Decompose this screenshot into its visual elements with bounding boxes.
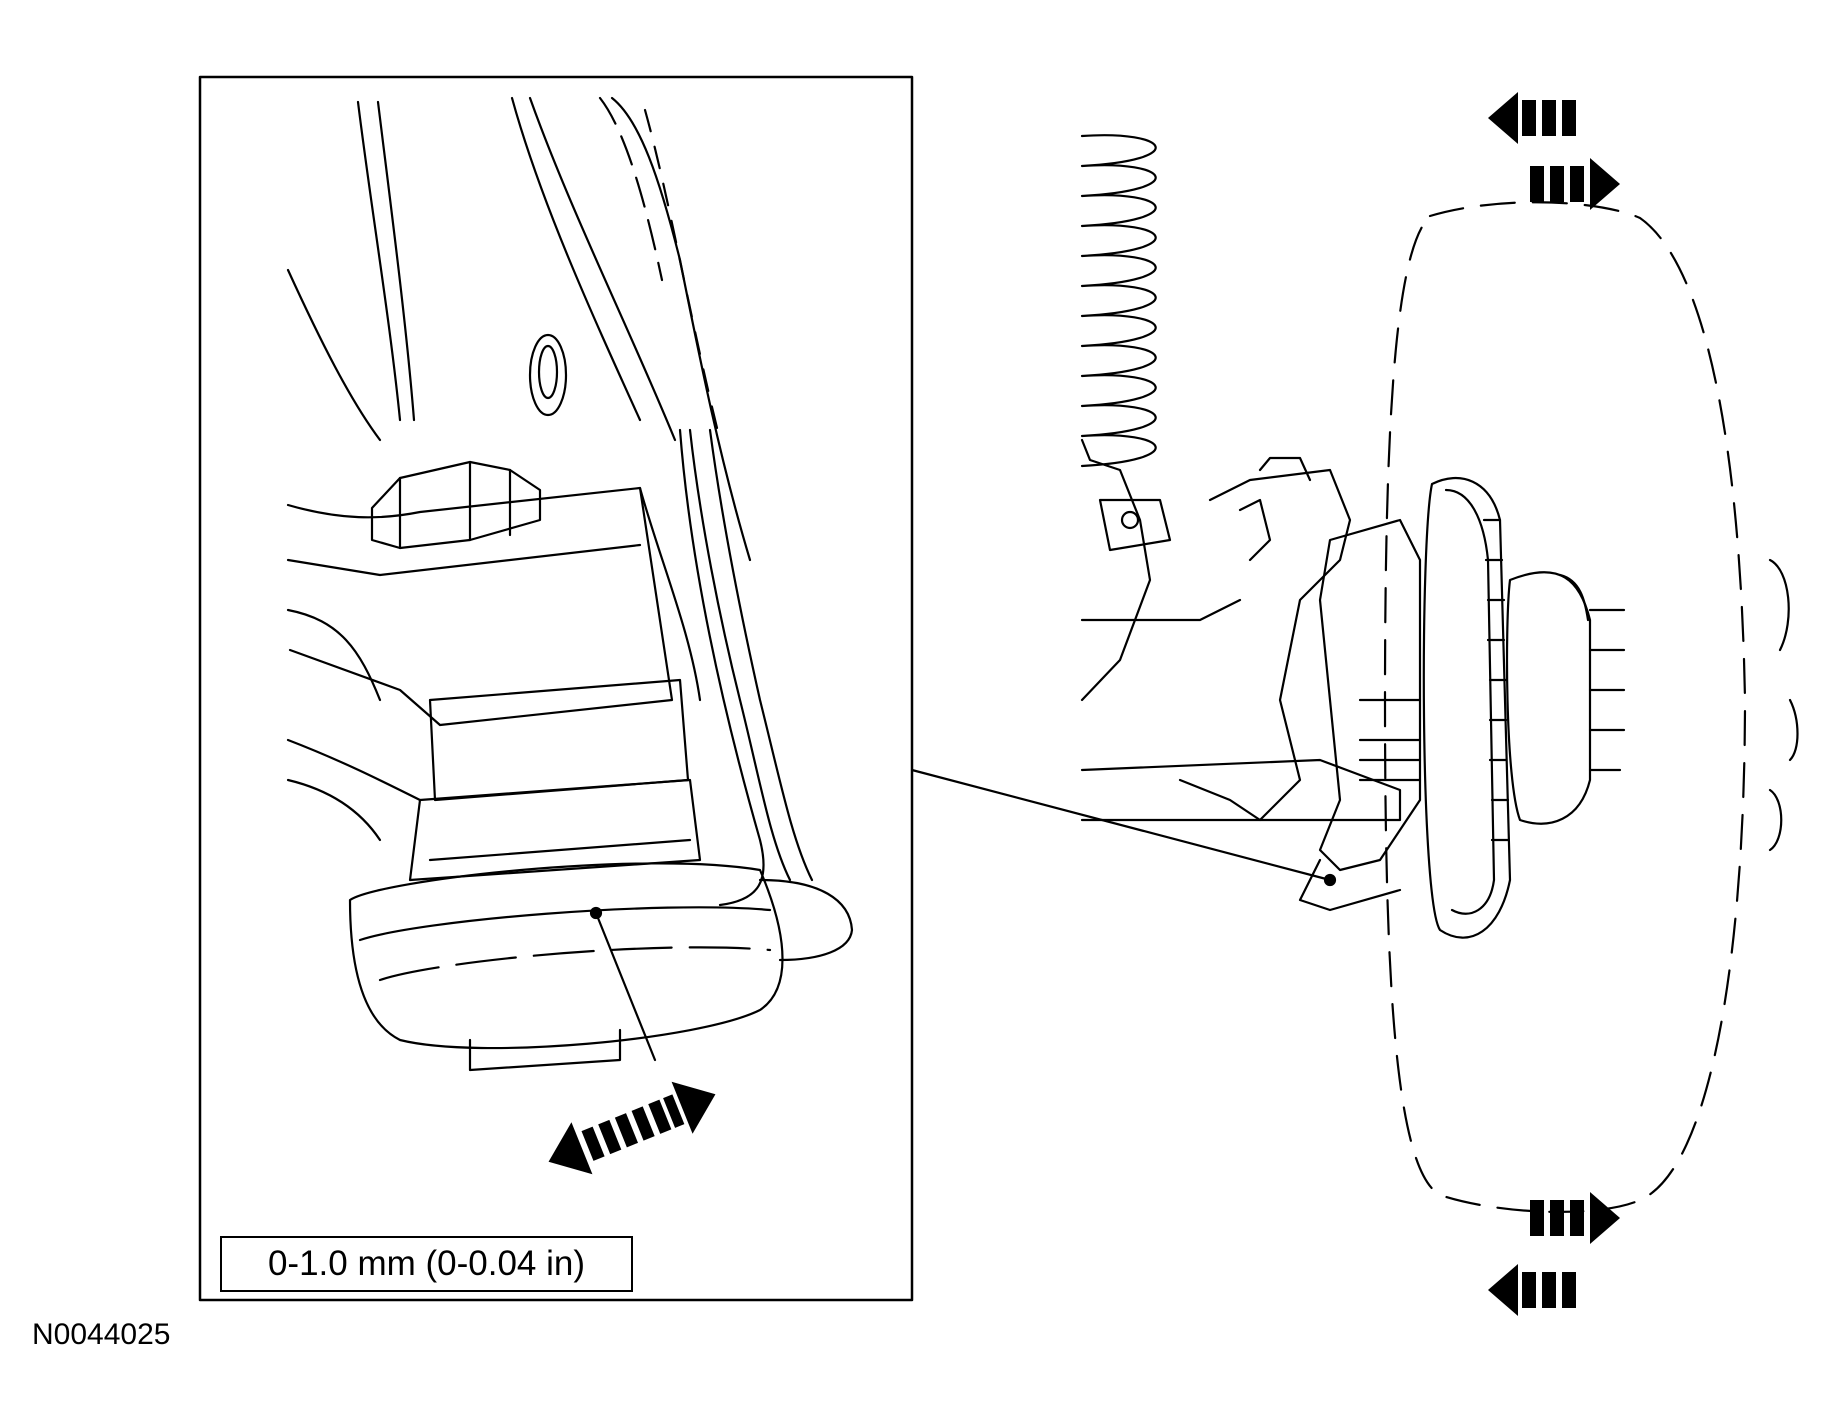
suspension-assembly <box>910 134 1626 939</box>
double-arrow-icon <box>548 1081 716 1175</box>
play-arrow-icon <box>1530 158 1620 210</box>
motion-arrows <box>548 92 1620 1316</box>
play-arrow-icon <box>1530 1192 1620 1244</box>
play-arrow-icon <box>1488 1264 1576 1316</box>
ball-joint-detail <box>286 96 854 1072</box>
spec-label: 0-1.0 mm (0-0.04 in) <box>220 1236 633 1292</box>
figure-id: N0044025 <box>32 1318 171 1351</box>
detail-inset-frame <box>198 75 914 1302</box>
play-arrow-icon <box>1488 92 1576 144</box>
tire-outline <box>1383 201 1747 1213</box>
